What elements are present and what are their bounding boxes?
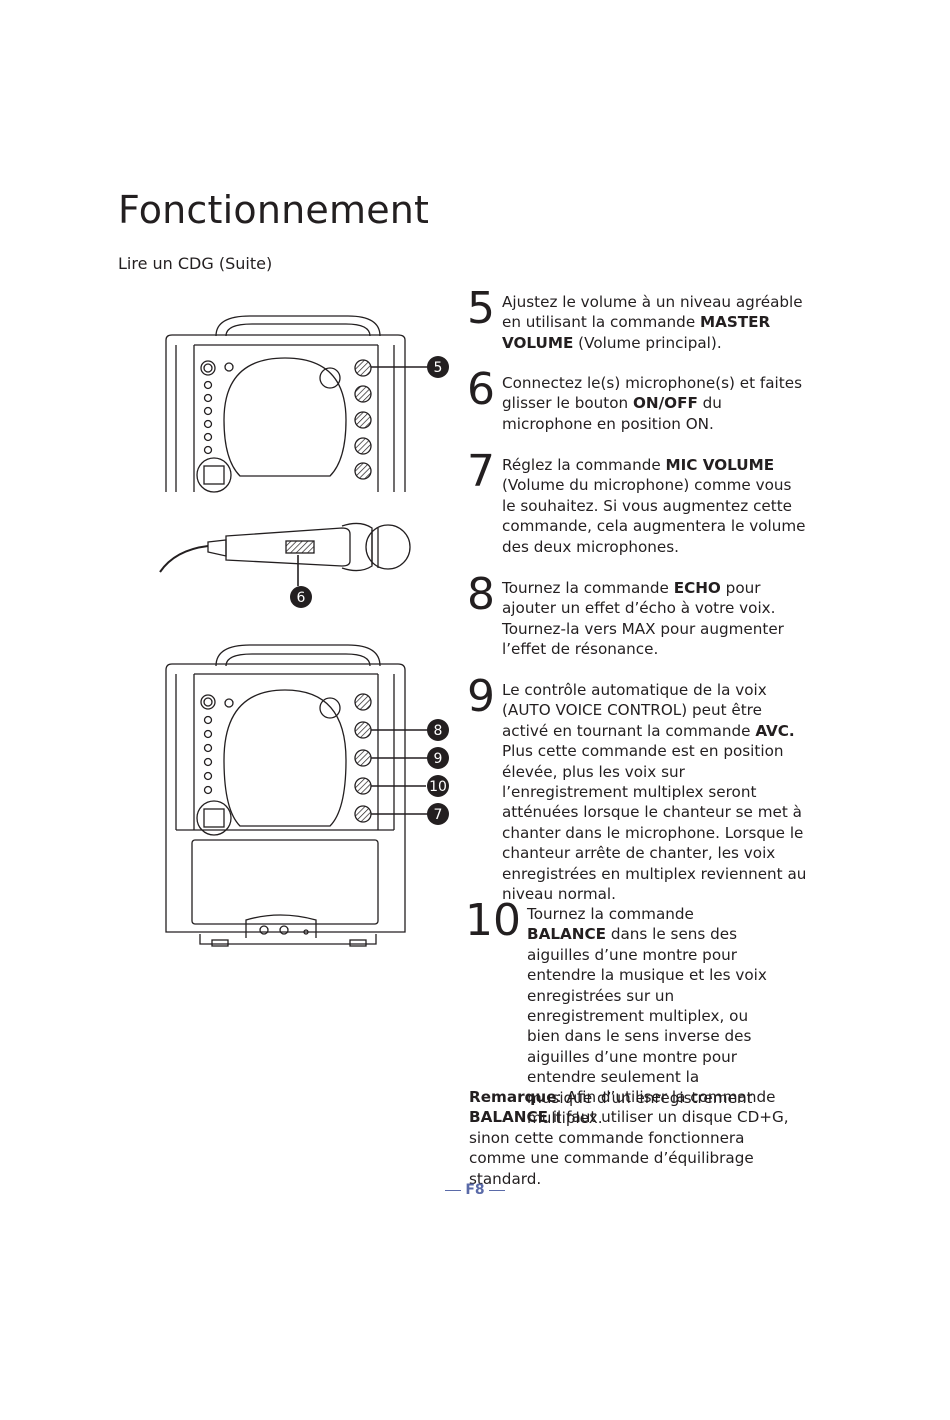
- svg-text:7: 7: [434, 807, 443, 823]
- page-title: Fonctionnement: [118, 188, 430, 232]
- svg-text:5: 5: [434, 360, 443, 376]
- step-number: 9: [467, 671, 495, 722]
- callout-9: 9: [427, 747, 449, 769]
- step-number: 7: [467, 446, 495, 497]
- step-number: 5: [467, 283, 495, 334]
- page-number: F8: [465, 1182, 485, 1198]
- step-9: 9 Le contrôle automatique de la voix (AU…: [467, 672, 807, 904]
- step-number: 6: [467, 364, 495, 415]
- step-text: Ajustez le volume à un niveau agréable e…: [502, 293, 803, 352]
- page-subtitle: Lire un CDG (Suite): [118, 254, 273, 273]
- step-text: Tournez la commande BALANCE dans le sens…: [527, 905, 767, 1128]
- callout-6: 6: [290, 586, 312, 608]
- karaoke-machine-top: [165, 315, 428, 493]
- step-text: Le contrôle automatique de la voix (AUTO…: [502, 681, 807, 904]
- step-number: 8: [467, 569, 495, 620]
- step-text: Tournez la commande ECHO pour ajouter un…: [502, 579, 784, 659]
- step-8: 8 Tournez la commande ECHO pour ajouter …: [467, 570, 807, 660]
- svg-text:9: 9: [434, 751, 443, 767]
- step-number: 10: [465, 895, 521, 946]
- page-footer: F8: [0, 1182, 950, 1198]
- callout-10: 10: [427, 775, 449, 797]
- callout-5: 5: [427, 356, 449, 378]
- step-5: 5 Ajustez le volume à un niveau agréable…: [467, 284, 807, 353]
- note-label: Remarque: [469, 1088, 557, 1106]
- step-text: Connectez le(s) microphone(s) et faites …: [502, 374, 802, 433]
- svg-text:8: 8: [434, 723, 443, 739]
- step-6: 6 Connectez le(s) microphone(s) et faite…: [467, 365, 807, 434]
- step-7: 7 Réglez la commande MIC VOLUME (Volume …: [467, 447, 807, 557]
- svg-text:6: 6: [297, 590, 306, 606]
- note-paragraph: Remarque: Afin d’utiliser la commande BA…: [469, 1088, 789, 1188]
- step-text: Réglez la commande MIC VOLUME (Volume du…: [502, 456, 806, 556]
- step-10: 10 Tournez la commande BALANCE dans le s…: [465, 896, 807, 1128]
- callout-7: 7: [427, 803, 449, 825]
- callout-8: 8: [427, 719, 449, 741]
- svg-text:10: 10: [429, 779, 447, 795]
- karaoke-machine-bottom: [165, 644, 428, 947]
- microphone: [159, 522, 411, 586]
